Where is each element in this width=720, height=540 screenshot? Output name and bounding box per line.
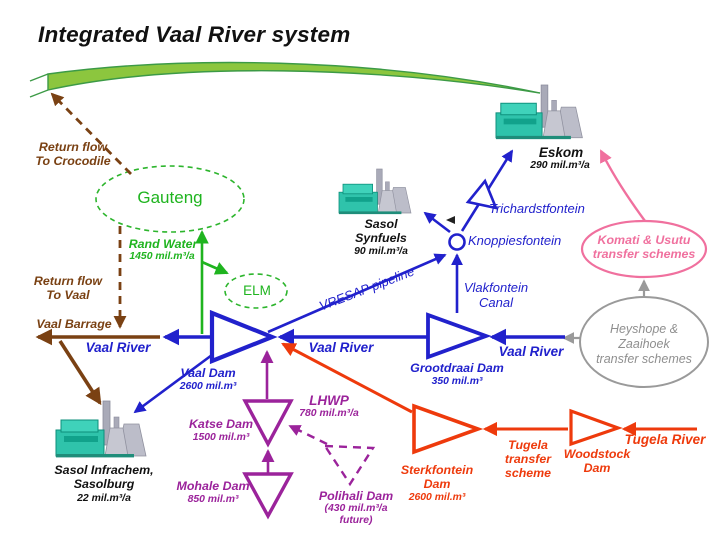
vaal-dam-value: 2600 mil.m³: [179, 381, 237, 392]
sterkfontein-dam-value: 2600 mil.m³: [408, 492, 466, 503]
elm-label: ELM: [243, 283, 271, 298]
vresap-pipeline-line: [267, 253, 447, 334]
knoppiesfontein-label: Knoppiesfontein: [468, 233, 562, 248]
rand-water-value: 1450 mil.m³/a: [129, 251, 195, 262]
woodstock-dam-triangle: [569, 408, 623, 447]
polihali-dam-label: Polihali Dam: [318, 489, 394, 503]
polihali-to-katse-arrow: [288, 424, 328, 446]
page-title: Integrated Vaal River system: [38, 22, 351, 47]
gauteng-label: Gauteng: [137, 188, 203, 207]
tugela-river-label: Tugela River: [624, 432, 706, 447]
komati-to-eskom-arrow: [599, 149, 646, 222]
green-band: [29, 61, 541, 98]
sasol-infrachem-label: Sasol Infrachem,Sasolburg: [54, 463, 154, 492]
vaal-river-label-middle: Vaal River: [308, 340, 374, 355]
sterkfontein-dam-triangle: [412, 403, 484, 455]
gauteng-ellipse: [95, 165, 245, 233]
return-flow-crocodile-arrow: [50, 92, 132, 175]
komati-ellipse: [580, 219, 708, 279]
mohale-dam-label: Mohale Dam: [176, 479, 250, 493]
grootdraai-dam-label: Grootdraai Dam: [410, 361, 504, 375]
katse-dam-value: 1500 mil.m³: [192, 432, 250, 443]
barrage-to-infrachem-arrow: [58, 340, 102, 406]
eskom-label: Eskom: [538, 145, 584, 160]
vaaldam-to-infrachem-arrow: [133, 350, 217, 414]
katse-dam-triangle: [242, 399, 294, 448]
vaal-dam-triangle: [209, 309, 278, 365]
katse-dam-label: Katse Dam: [188, 417, 254, 431]
elm-branch-arrow: [201, 260, 229, 275]
cursor-triangle-icon: [446, 216, 455, 224]
rand-water-label: Rand Water: [128, 237, 198, 251]
to-sasol-synfuels-arrow: [423, 211, 451, 234]
knoppiesfontein-node: [448, 233, 466, 251]
vaal-river-label-west: Vaal River: [85, 340, 151, 355]
sasol-synfuels-factory-icon: [338, 168, 412, 215]
vaal-barrage-label: Vaal Barrage: [36, 317, 112, 331]
sterkfontein-to-vaaldam-arrow: [281, 342, 413, 414]
trichardstfontein-label: Trichardstfontein: [489, 201, 585, 216]
eskom-value: 290 mil.m³/a: [530, 160, 590, 171]
polihali-dam-triangle: [322, 444, 376, 487]
elm-ellipse: [224, 273, 288, 309]
sasol-infrachem-value: 22 mil.m³/a: [77, 493, 131, 504]
grootdraai-dam-value: 350 mil.m³: [431, 376, 483, 387]
lhwp-label: LHWP: [309, 393, 349, 408]
heyshope-ellipse: [579, 296, 709, 388]
vaal-river-label-east: Vaal River: [498, 344, 564, 359]
lhwp-value: 780 mil.m³/a: [299, 408, 359, 419]
trichardstfontein-dam-triangle: [465, 178, 499, 210]
sasol-synfuels-value: 90 mil.m³/a: [354, 246, 408, 257]
mohale-dam-triangle: [242, 472, 294, 520]
sasol-infrachem-factory-icon: [55, 400, 147, 458]
mohale-dam-value: 850 mil.m³: [187, 494, 239, 505]
grootdraai-dam-triangle: [426, 312, 492, 360]
vaal-dam-label: Vaal Dam: [180, 366, 236, 380]
